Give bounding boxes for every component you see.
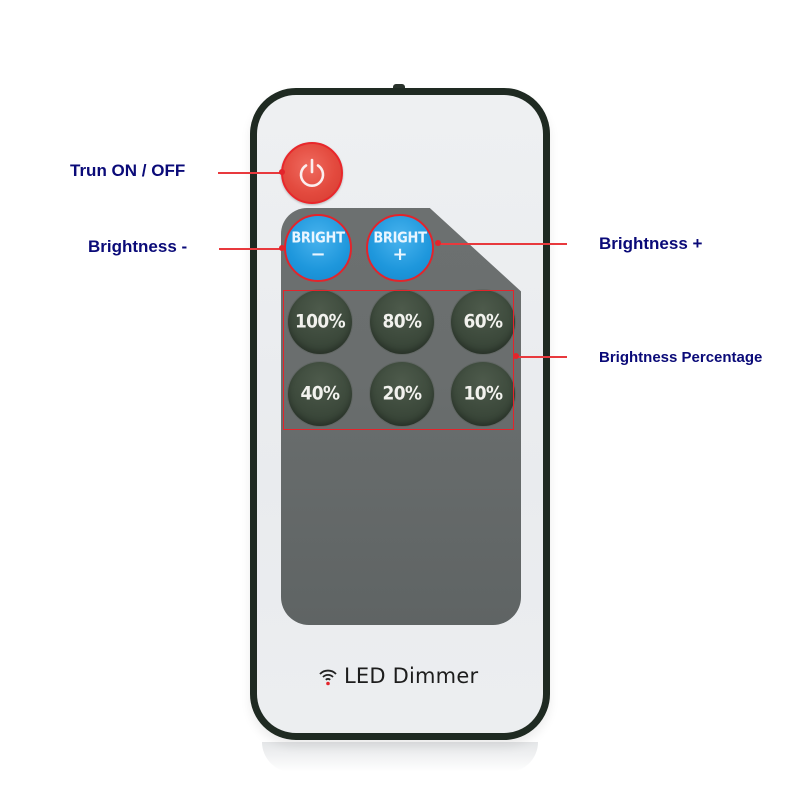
brand-text: LED Dimmer: [344, 664, 479, 688]
brightness-40-button[interactable]: 40%: [288, 362, 352, 426]
power-button[interactable]: [281, 142, 343, 204]
remote-top-nub: [393, 84, 405, 90]
brightness-20-button[interactable]: 20%: [370, 362, 434, 426]
callout-brightness-minus-dot: [279, 245, 285, 251]
callout-brightness-percentage-line: [516, 356, 567, 358]
callout-brightness-plus-label: Brightness +: [599, 234, 703, 253]
brand-label: LED Dimmer: [318, 662, 478, 690]
button-label: 80%: [382, 311, 422, 333]
callout-brightness-minus-line: [219, 248, 283, 250]
button-label: 100%: [294, 311, 346, 333]
plus-icon: +: [392, 244, 408, 265]
percentage-highlight-box: [283, 290, 514, 430]
brightness-plus-label: BRIGHT: [373, 229, 427, 248]
brightness-60-button[interactable]: 60%: [451, 290, 515, 354]
wireless-signal-icon: [319, 669, 337, 686]
button-label: 20%: [382, 383, 422, 405]
brightness-plus-button[interactable]: BRIGHT +: [366, 214, 434, 282]
callout-brightness-percentage-dot: [513, 353, 519, 359]
button-label: 40%: [300, 383, 340, 405]
callout-brightness-plus-line: [437, 243, 567, 245]
callout-power-line: [218, 172, 282, 174]
brightness-80-button[interactable]: 80%: [370, 290, 434, 354]
callout-brightness-minus-label: Brightness -: [88, 237, 188, 256]
power-icon: [299, 158, 325, 187]
minus-icon: −: [310, 244, 326, 265]
button-label: 60%: [463, 311, 503, 333]
brightness-minus-button[interactable]: BRIGHT −: [284, 214, 352, 282]
callout-brightness-percentage-label: Brightness Percentage: [599, 349, 763, 366]
brightness-10-button[interactable]: 10%: [451, 362, 515, 426]
brightness-minus-label: BRIGHT: [291, 229, 345, 248]
callout-power-dot: [279, 169, 285, 175]
brightness-100-button[interactable]: 100%: [288, 290, 352, 354]
callout-brightness-plus-dot: [435, 240, 441, 246]
button-label: 10%: [463, 383, 503, 405]
callout-power-label: Trun ON / OFF: [70, 161, 186, 180]
remote-reflection: [262, 742, 538, 772]
